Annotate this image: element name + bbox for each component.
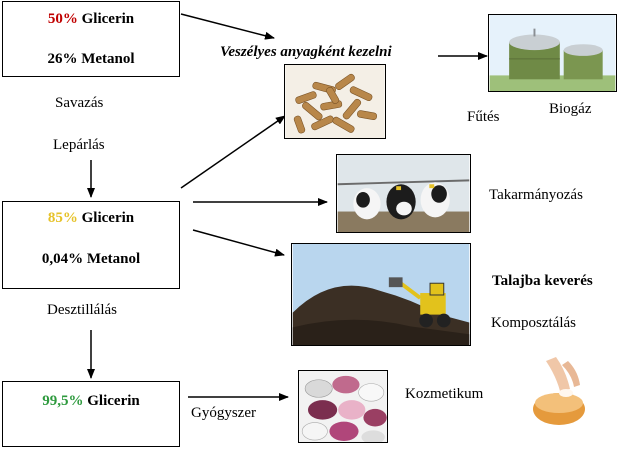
arrow-top-to-veszelyes [180,13,275,40]
label-kozmetikum: Kozmetikum [405,386,484,402]
cosmetic-image [526,351,592,431]
box-mid-percent: 85% [47,210,78,226]
label-leparlas: Lepárlás [53,137,105,153]
label-talajba: Talajba keverés [492,273,593,289]
wood-pellets-photo [284,64,386,139]
arrow-mid-to-pellets [180,115,286,189]
box-top-line1: 50% Glicerin [3,11,179,28]
box-bottom-percent: 99,5% [42,393,84,409]
box-top-line2: 26% Metanol [47,51,135,67]
box-refined-glycerin: 85% Glicerin 0,04% Metanol [2,201,180,289]
box-top-word: Glicerin [81,11,135,27]
biogas-image [489,15,616,91]
box-mid-word: Glicerin [81,210,135,226]
label-takarmanyozas: Takarmányozás [489,187,583,203]
label-veszelyes: Veszélyes anyagként kezelni [220,44,392,60]
compost-image [292,244,470,345]
box-bottom-word: Glicerin [87,393,140,409]
label-gyogyszer: Gyógyszer [191,405,256,421]
pills-photo [298,370,388,443]
cows-image [337,155,470,232]
label-desztillalas: Desztillálás [47,302,117,318]
box-mid-line2: 0,04% Metanol [41,251,141,267]
arrow-mid-to-compost [192,229,285,257]
compost-loader-photo [291,243,471,346]
label-savazas: Savazás [55,95,104,111]
cosmetic-cream-photo [526,351,592,431]
label-biogaz: Biogáz [549,101,592,117]
box-bottom-line1: 99,5% Glicerin [3,393,179,410]
box-pure-glycerin: 99,5% Glicerin [2,381,180,447]
biogas-plant-photo [488,14,617,92]
pills-image [299,371,387,442]
box-mid-line1: 85% Glicerin [3,210,179,227]
box-top-percent: 50% [47,11,78,27]
label-futes: Fűtés [467,109,500,125]
label-komposztalas: Komposztálás [491,315,576,331]
pellets-image [285,65,385,138]
box-crude-glycerin: 50% Glicerin 26% Metanol [2,1,180,77]
dairy-cows-photo [336,154,471,233]
